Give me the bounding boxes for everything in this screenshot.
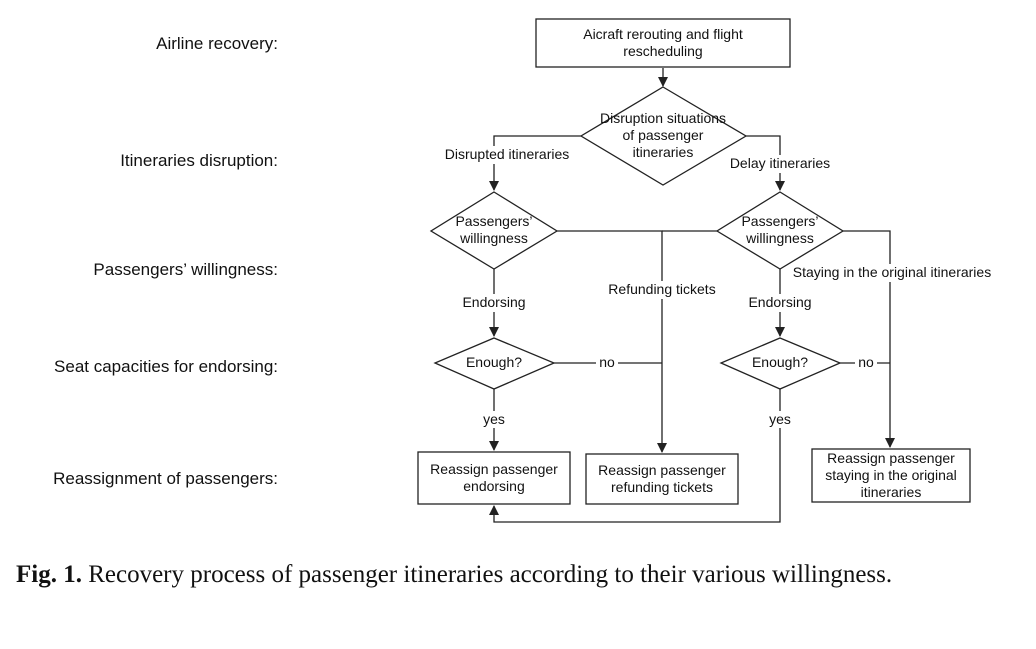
level-label-seat-capacities: Seat capacities for endorsing: bbox=[54, 357, 278, 376]
svg-text:refunding tickets: refunding tickets bbox=[611, 479, 713, 495]
edge-label-staying: Staying in the original itineraries bbox=[793, 264, 991, 280]
connectors bbox=[489, 68, 895, 523]
edge-label-endorsing-left: Endorsing bbox=[462, 294, 525, 310]
edge-label-yes-left: yes bbox=[483, 411, 505, 427]
flowchart: Airline recovery: Itineraries disruption… bbox=[53, 18, 996, 523]
node-reassign-staying: Reassign passenger staying in the origin… bbox=[811, 448, 971, 503]
svg-text:Reassign passenger: Reassign passenger bbox=[430, 461, 558, 477]
level-label-passengers-willingness: Passengers’ willingness: bbox=[93, 260, 278, 279]
caption-label: Fig. 1. bbox=[16, 561, 82, 588]
node-reassign-refunding: Reassign passenger refunding tickets bbox=[585, 453, 739, 505]
svg-text:Passengers’: Passengers’ bbox=[455, 213, 532, 229]
level-label-airline-recovery: Airline recovery: bbox=[156, 34, 278, 53]
edge-label-yes-right: yes bbox=[769, 411, 791, 427]
edge-label-disrupted: Disrupted itineraries bbox=[445, 146, 570, 162]
svg-text:of passenger: of passenger bbox=[623, 127, 704, 143]
svg-text:Reassign passenger: Reassign passenger bbox=[827, 450, 955, 466]
node-willingness-right: Passengers’ willingness bbox=[715, 191, 845, 270]
svg-text:rescheduling: rescheduling bbox=[623, 43, 702, 59]
figure-caption: Fig. 1. Recovery process of passenger it… bbox=[16, 556, 1020, 594]
caption-text: Recovery process of passenger itinerarie… bbox=[88, 561, 893, 588]
edge-labels: Disrupted itineraries Delay itineraries … bbox=[440, 146, 996, 428]
node-willingness-left: Passengers’ willingness bbox=[429, 191, 559, 270]
svg-text:staying in the original: staying in the original bbox=[825, 467, 957, 483]
svg-text:Aicraft rerouting and flight: Aicraft rerouting and flight bbox=[583, 26, 743, 42]
edge-label-endorsing-right: Endorsing bbox=[748, 294, 811, 310]
svg-text:willingness: willingness bbox=[459, 230, 528, 246]
svg-text:willingness: willingness bbox=[745, 230, 814, 246]
svg-text:itineraries: itineraries bbox=[633, 144, 694, 160]
svg-text:Reassign passenger: Reassign passenger bbox=[598, 462, 726, 478]
svg-text:endorsing: endorsing bbox=[463, 478, 525, 494]
node-enough-right: Enough? bbox=[719, 337, 842, 390]
level-label-reassignment: Reassignment of passengers: bbox=[53, 469, 278, 488]
node-enough-left: Enough? bbox=[433, 337, 556, 390]
edge-label-no-right: no bbox=[858, 354, 874, 370]
node-start: Aicraft rerouting and flight reschedulin… bbox=[535, 18, 791, 68]
edge-label-refunding: Refunding tickets bbox=[608, 281, 715, 297]
svg-text:Passengers’: Passengers’ bbox=[741, 213, 818, 229]
node-disruption: Disruption situations of passenger itine… bbox=[579, 86, 748, 186]
edge-label-no-left: no bbox=[599, 354, 615, 370]
node-reassign-endorsing: Reassign passenger endorsing bbox=[417, 451, 571, 505]
edge-label-delay: Delay itineraries bbox=[730, 155, 830, 171]
svg-text:Disruption situations: Disruption situations bbox=[600, 110, 726, 126]
svg-text:itineraries: itineraries bbox=[861, 484, 922, 500]
svg-text:Enough?: Enough? bbox=[752, 354, 808, 370]
svg-text:Enough?: Enough? bbox=[466, 354, 522, 370]
level-label-itineraries-disruption: Itineraries disruption: bbox=[120, 151, 278, 170]
